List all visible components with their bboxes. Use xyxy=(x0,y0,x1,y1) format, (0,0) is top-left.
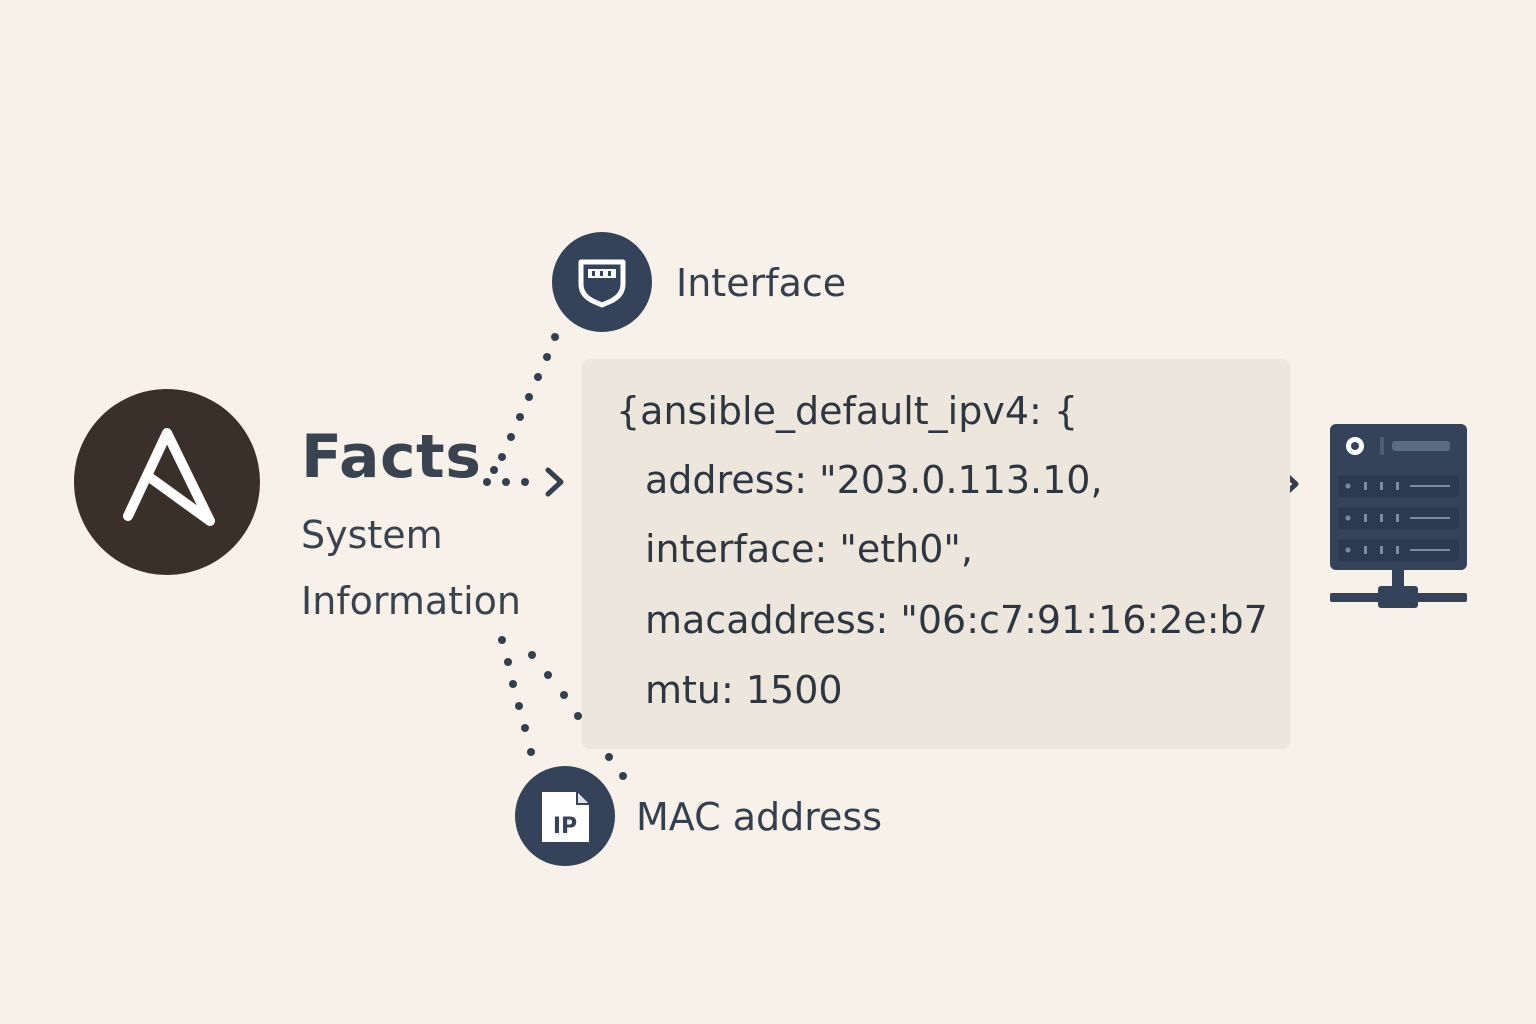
ip-document-icon: IP xyxy=(515,766,615,866)
facts-subtitle-line1: System xyxy=(301,513,443,557)
code-line-4: macaddress: "06:c7:91:16:2e:b7 xyxy=(645,598,1268,642)
facts-title: Facts xyxy=(301,422,482,492)
mac-address-label: MAC address xyxy=(636,795,883,839)
code-line-3: interface: "eth0", xyxy=(645,527,973,571)
code-line-5: mtu: 1500 xyxy=(645,668,843,712)
arrow-head-to-panel xyxy=(545,467,564,497)
facts-subtitle-line2: Information xyxy=(301,579,521,623)
code-line-1: {ansible_default_ipv4: { xyxy=(616,389,1079,433)
interface-label: Interface xyxy=(676,261,847,305)
code-line-2: address: "203.0.113.10, xyxy=(645,458,1103,502)
server-rack-icon xyxy=(1330,423,1470,617)
network-port-icon xyxy=(552,232,652,332)
ansible-logo xyxy=(74,389,260,575)
ip-icon-text: IP xyxy=(553,814,577,839)
code-panel xyxy=(582,359,1290,749)
